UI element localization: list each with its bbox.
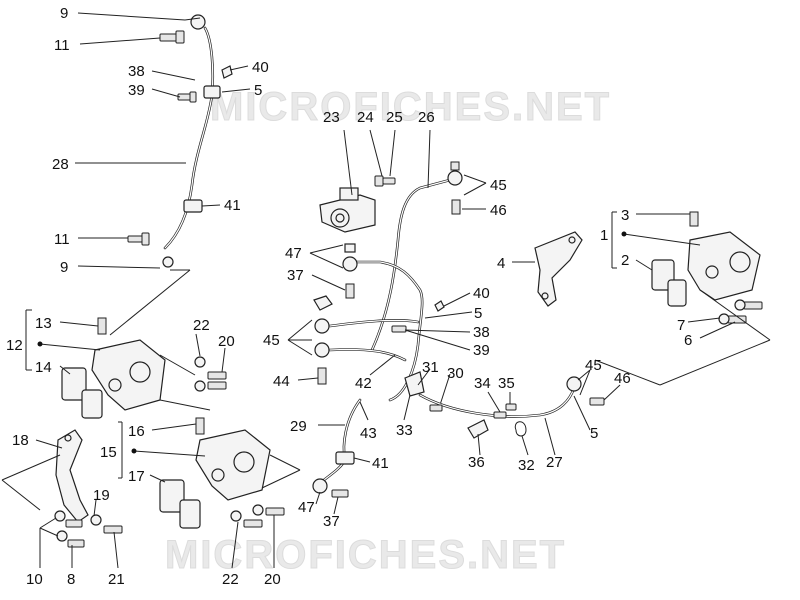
- caliper-bolts-20-22-bottom: [230, 504, 285, 528]
- callout-32: 32: [518, 457, 535, 474]
- caliper-bolts-6-7: [718, 299, 763, 325]
- callout-11-top: 11: [54, 37, 70, 54]
- bracket-bolts-8-10-21: [54, 510, 123, 548]
- bracket-4: [534, 231, 583, 307]
- callout-30: 30: [447, 365, 464, 382]
- callout-37-bottom: 37: [323, 513, 340, 530]
- callout-40-center: 40: [473, 285, 490, 302]
- callout-5-center: 5: [474, 305, 482, 322]
- callout-20-top: 20: [218, 333, 235, 350]
- callout-36: 36: [468, 454, 485, 471]
- callout-22-top: 22: [193, 317, 210, 334]
- callout-24: 24: [357, 109, 374, 126]
- callout-43: 43: [360, 425, 377, 442]
- callout-41-top: 41: [224, 197, 241, 214]
- callout-38-center: 38: [473, 324, 490, 341]
- callout-41-bottom: 41: [372, 455, 389, 472]
- callout-7: 7: [677, 317, 685, 334]
- callout-46-center: 46: [490, 202, 507, 219]
- callout-19: 19: [93, 487, 110, 504]
- pressure-valve-23: [319, 187, 376, 233]
- callout-27: 27: [546, 454, 563, 471]
- callout-39-top: 39: [128, 82, 145, 99]
- caliper-1: [687, 211, 761, 301]
- callout-23: 23: [323, 109, 340, 126]
- banjo-bolt-11-top: [159, 30, 185, 44]
- caliper-12: [91, 317, 166, 411]
- callout-20-bottom: 20: [264, 571, 281, 588]
- callout-39-center: 39: [473, 342, 490, 359]
- callout-14: 14: [35, 359, 52, 376]
- callout-9-bottom: 9: [60, 259, 68, 276]
- callout-11-bottom: 11: [54, 231, 70, 248]
- nut-40-top: [221, 65, 233, 79]
- callout-44: 44: [273, 373, 290, 390]
- callout-26: 26: [418, 109, 435, 126]
- callout-31: 31: [422, 359, 439, 376]
- callout-3: 3: [621, 207, 629, 224]
- callout-4: 4: [497, 255, 505, 272]
- bracket-18: [55, 429, 89, 523]
- brake-hose-29: [312, 398, 362, 498]
- callout-15: 15: [100, 444, 117, 461]
- bracket-42-tee: [391, 300, 445, 397]
- callout-13: 13: [35, 315, 52, 332]
- screw-39-top: [177, 91, 197, 103]
- caliper-bolts-20-22-left: [194, 356, 227, 392]
- callout-34: 34: [474, 375, 491, 392]
- callout-47-bottom: 47: [298, 499, 315, 516]
- callout-42: 42: [355, 375, 372, 392]
- brake-hose-28: [162, 14, 221, 268]
- callout-21: 21: [108, 571, 125, 588]
- callout-35: 35: [498, 375, 515, 392]
- callout-12: 12: [6, 337, 23, 354]
- callout-6: 6: [684, 332, 692, 349]
- callout-25: 25: [386, 109, 403, 126]
- watermark-bottom: MICROFICHES.NET: [165, 533, 566, 577]
- callout-38-top: 38: [128, 63, 145, 80]
- callout-10: 10: [26, 571, 43, 588]
- callout-1: 1: [600, 227, 608, 244]
- brake-pads-14: [61, 367, 103, 419]
- callout-45-right: 45: [585, 357, 602, 374]
- callout-40-top: 40: [252, 59, 269, 76]
- banjo-bolt-11-bottom: [127, 232, 150, 246]
- callout-2: 2: [621, 252, 629, 269]
- brake-pads-17: [159, 479, 201, 529]
- callout-18: 18: [12, 432, 29, 449]
- callout-45-center: 45: [263, 332, 280, 349]
- callout-16: 16: [128, 423, 145, 440]
- callout-28: 28: [52, 156, 69, 173]
- brake-hose-27: [418, 376, 605, 439]
- callout-9-top: 9: [60, 5, 68, 22]
- callout-5-right: 5: [590, 425, 598, 442]
- screw-24-25: [374, 175, 396, 187]
- watermark-top: MICROFICHES.NET: [210, 85, 611, 129]
- callout-37-center: 37: [287, 267, 304, 284]
- callout-47-center: 47: [285, 245, 302, 262]
- brake-pads-2: [651, 259, 687, 307]
- callout-8: 8: [67, 571, 75, 588]
- callout-45-center-top: 45: [490, 177, 507, 194]
- callout-29: 29: [290, 418, 307, 435]
- callout-46-right: 46: [614, 370, 631, 387]
- callout-5-top: 5: [254, 82, 262, 99]
- callout-17: 17: [128, 468, 145, 485]
- callout-22-bottom: 22: [222, 571, 239, 588]
- fittings-45-center: [313, 161, 463, 385]
- callout-33: 33: [396, 422, 413, 439]
- caliper-15: [195, 417, 271, 501]
